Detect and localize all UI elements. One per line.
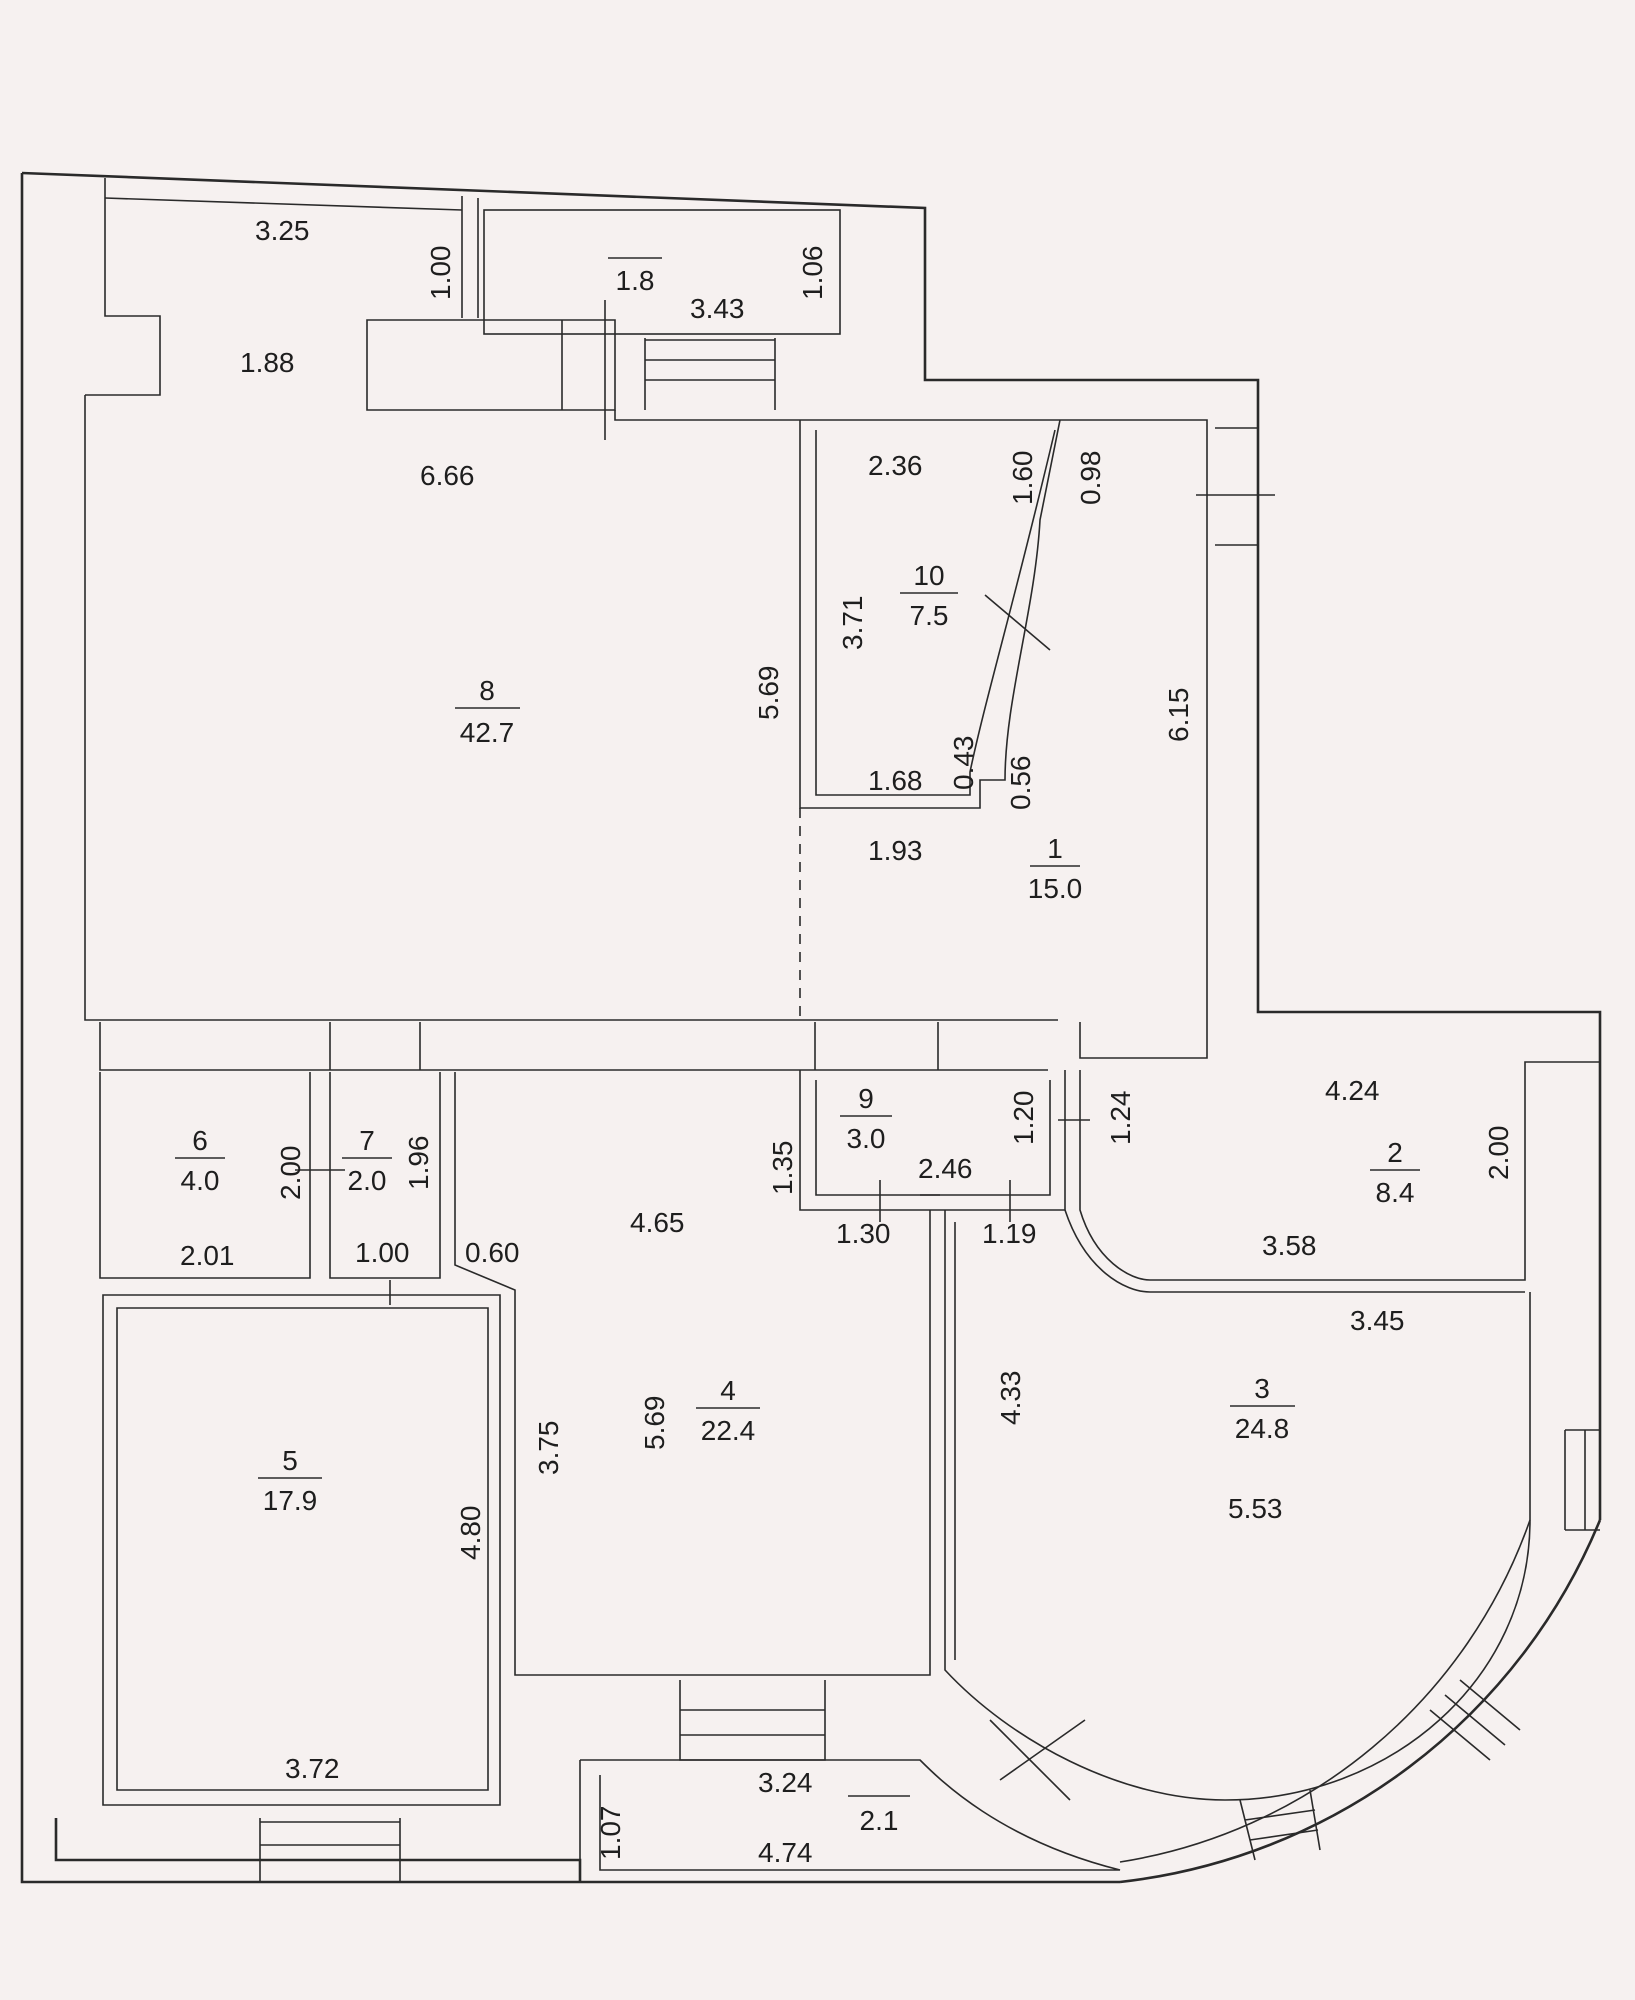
dimension-label: 3.25 — [255, 215, 310, 246]
room-label-8: 8 42.7 — [455, 675, 520, 748]
dimension-label: 3.75 — [533, 1421, 564, 1476]
dimension-label: 0.43 — [948, 736, 979, 791]
dimension-label: 2.46 — [918, 1153, 973, 1184]
svg-text:15.0: 15.0 — [1028, 873, 1083, 904]
dimension-label: 5.69 — [639, 1396, 670, 1451]
svg-text:22.4: 22.4 — [701, 1415, 756, 1446]
dimension-label: 1.07 — [595, 1806, 626, 1861]
room-label-10: 10 7.5 — [900, 560, 958, 631]
svg-text:17.9: 17.9 — [263, 1485, 318, 1516]
dimension-label: 4.24 — [1325, 1075, 1380, 1106]
dimension-label: 2.01 — [180, 1240, 235, 1271]
dimension-label: 3.43 — [690, 293, 745, 324]
dimension-label: 3.71 — [837, 596, 868, 651]
dimension-label: 1.93 — [868, 835, 923, 866]
svg-text:2.1: 2.1 — [860, 1805, 899, 1836]
svg-text:1.8: 1.8 — [616, 265, 655, 296]
dimension-label: 1.96 — [403, 1136, 434, 1191]
dimension-label: 1.19 — [982, 1218, 1037, 1249]
svg-text:8.4: 8.4 — [1376, 1177, 1415, 1208]
svg-text:5: 5 — [282, 1445, 298, 1476]
room-label-3: 3 24.8 — [1230, 1373, 1295, 1444]
room-label-2: 2 8.4 — [1370, 1137, 1420, 1208]
room-label-4: 4 22.4 — [696, 1375, 760, 1446]
dimension-label: 4.80 — [455, 1506, 486, 1561]
dimension-label: 1.35 — [767, 1141, 798, 1196]
dimension-label: 4.74 — [758, 1837, 813, 1868]
svg-text:2: 2 — [1387, 1137, 1403, 1168]
svg-text:1: 1 — [1047, 833, 1063, 864]
dimension-label: 1.60 — [1007, 451, 1038, 506]
dimension-label: 1.88 — [240, 347, 295, 378]
room-labels: 1 15.0 2 8.4 3 24.8 4 22.4 5 17.9 6 4.0 — [175, 257, 1420, 1836]
svg-text:6: 6 — [192, 1125, 208, 1156]
dimension-label: 1.30 — [836, 1218, 891, 1249]
dimension-label: 3.24 — [758, 1767, 813, 1798]
dimension-label: 6.15 — [1163, 688, 1194, 743]
dimension-label: 2.00 — [275, 1146, 306, 1201]
dimension-label: 6.66 — [420, 460, 475, 491]
dimension-label: 1.06 — [797, 246, 828, 301]
svg-text:10: 10 — [913, 560, 944, 591]
dimension-label: 4.33 — [995, 1371, 1026, 1426]
dimension-label: 1.00 — [355, 1237, 410, 1268]
room-label-balcony-bottom: 2.1 — [848, 1795, 910, 1836]
dimension-label: 1.20 — [1008, 1091, 1039, 1146]
dimension-label: 5.53 — [1228, 1493, 1283, 1524]
dimension-label: 1.24 — [1105, 1091, 1136, 1146]
dimension-labels: 3.25 1.00 3.43 1.06 1.88 6.66 2.36 1.60 … — [180, 215, 1514, 1868]
svg-text:3: 3 — [1254, 1373, 1270, 1404]
dimension-label: 0.98 — [1075, 451, 1106, 506]
dimension-label: 1.00 — [425, 246, 456, 301]
room-label-7: 7 2.0 — [342, 1125, 392, 1196]
room-label-1: 1 15.0 — [1028, 833, 1083, 904]
svg-text:9: 9 — [858, 1083, 874, 1114]
svg-text:4: 4 — [720, 1375, 736, 1406]
svg-text:2.0: 2.0 — [348, 1165, 387, 1196]
svg-text:42.7: 42.7 — [460, 717, 515, 748]
dimension-label: 2.00 — [1483, 1126, 1514, 1181]
svg-text:4.0: 4.0 — [181, 1165, 220, 1196]
dimension-label: 2.36 — [868, 450, 923, 481]
room-label-9: 9 3.0 — [840, 1083, 892, 1154]
dimension-label: 4.65 — [630, 1207, 685, 1238]
dimension-label: 3.45 — [1350, 1305, 1405, 1336]
room-label-6: 6 4.0 — [175, 1125, 225, 1196]
dimension-label: 0.60 — [465, 1237, 520, 1268]
svg-text:7.5: 7.5 — [910, 600, 949, 631]
outer-walls — [20, 171, 1602, 1884]
interior-walls — [84, 178, 1600, 1882]
svg-text:8: 8 — [479, 675, 495, 706]
dimension-label: 5.69 — [753, 666, 784, 721]
room-label-balcony-top: 1.8 — [608, 257, 662, 296]
dimension-label: 3.72 — [285, 1753, 340, 1784]
svg-text:24.8: 24.8 — [1235, 1413, 1290, 1444]
room-label-5: 5 17.9 — [258, 1445, 322, 1516]
dimension-label: 3.58 — [1262, 1230, 1317, 1261]
dimension-label: 1.68 — [868, 765, 923, 796]
svg-text:3.0: 3.0 — [847, 1123, 886, 1154]
svg-text:7: 7 — [359, 1125, 375, 1156]
dimension-label: 0.56 — [1005, 756, 1036, 811]
